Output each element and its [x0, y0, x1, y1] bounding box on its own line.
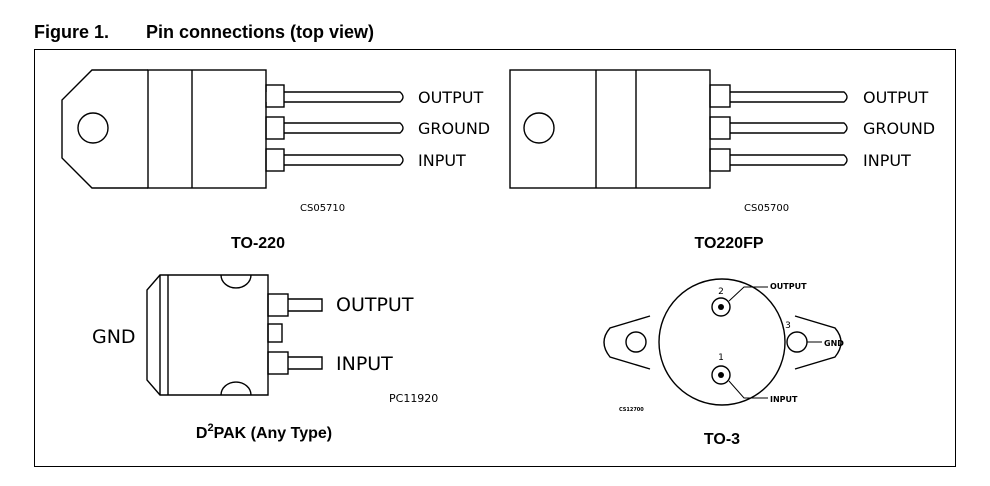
to3-mounting-hole-left [625, 331, 647, 353]
to220-package [61, 69, 404, 189]
figure-number: Figure 1. [34, 22, 110, 42]
to220-pin-label-ground: GROUND [418, 119, 490, 138]
d2pak-lead-output [267, 293, 323, 317]
to220-pin-label-input: INPUT [418, 151, 466, 170]
to220fp-lead-input [709, 148, 848, 172]
to220-package-name: TO-220 [231, 235, 285, 252]
to220-body [147, 69, 267, 189]
figure-frame [34, 49, 956, 467]
to3-pin-2-ring [711, 297, 731, 317]
to3-leader-input [728, 380, 768, 399]
d2pak-body [146, 274, 269, 396]
to3-flange [603, 315, 842, 370]
to220fp-pin-label-input: INPUT [863, 151, 911, 170]
to3-pin-label-gnd: GND [824, 339, 844, 348]
to220-lead-ground [265, 116, 404, 140]
to3-package-name: TO-3 [704, 431, 740, 448]
d2pak-name-prefix: D [196, 425, 208, 442]
to220-pin-label-output: OUTPUT [418, 88, 483, 107]
to3-leader-output [728, 286, 768, 302]
d2pak-center-lead-stub [267, 323, 283, 343]
d2pak-notch-top [220, 274, 252, 289]
to220-lead-input [265, 148, 404, 172]
to220-lead-output [265, 84, 404, 108]
to3-pin-label-output: OUTPUT [770, 282, 807, 291]
d2pak-name-superscript: 2 [207, 422, 213, 434]
to220fp-pin-label-ground: GROUND [863, 119, 935, 138]
to220fp-package-name: TO220FP [694, 235, 763, 252]
to220fp-pin-label-output: OUTPUT [863, 88, 928, 107]
to3-pin-number-1: 1 [718, 353, 724, 363]
to220-mounting-hole [77, 112, 109, 144]
to3-pin-1-dot [718, 372, 724, 378]
to3-mounting-hole-right [786, 331, 808, 353]
d2pak-pin-label-output: OUTPUT [336, 294, 414, 316]
to3-pin-2-dot [718, 304, 724, 310]
to3-drawing-code: CS12700 [619, 407, 644, 413]
d2pak-pin-label-input: INPUT [336, 353, 393, 375]
d2pak-lead-input [267, 351, 323, 375]
to3-pin-number-3: 3 [785, 321, 791, 331]
to220-tab [61, 69, 148, 189]
figure-caption: Pin connections (top view) [146, 22, 375, 42]
d2pak-tab-label-gnd: GND [92, 326, 136, 348]
to220fp-body [509, 69, 711, 189]
to220fp-package [509, 69, 848, 189]
to3-pin-number-2: 2 [718, 287, 724, 297]
to3-pin-1-ring [711, 365, 731, 385]
to220fp-mounting-hole [523, 112, 555, 144]
figure-title: Figure 1. Pin connections (top view) [34, 22, 374, 43]
to220fp-drawing-code: CS05700 [744, 203, 789, 214]
to220fp-lead-ground [709, 116, 848, 140]
to3-pin-label-input: INPUT [770, 395, 798, 404]
d2pak-notch-bottom [220, 381, 252, 396]
d2pak-tab-edge [159, 275, 169, 395]
to220fp-lead-output [709, 84, 848, 108]
d2pak-drawing-code: PC11920 [389, 392, 438, 405]
to3-can [658, 278, 786, 406]
d2pak-package-name: D2PAK (Any Type) [196, 422, 332, 442]
d2pak-package [146, 274, 323, 396]
to3-package [603, 278, 842, 406]
d2pak-name-rest: PAK (Any Type) [214, 425, 333, 442]
to220-drawing-code: CS05710 [300, 203, 345, 214]
